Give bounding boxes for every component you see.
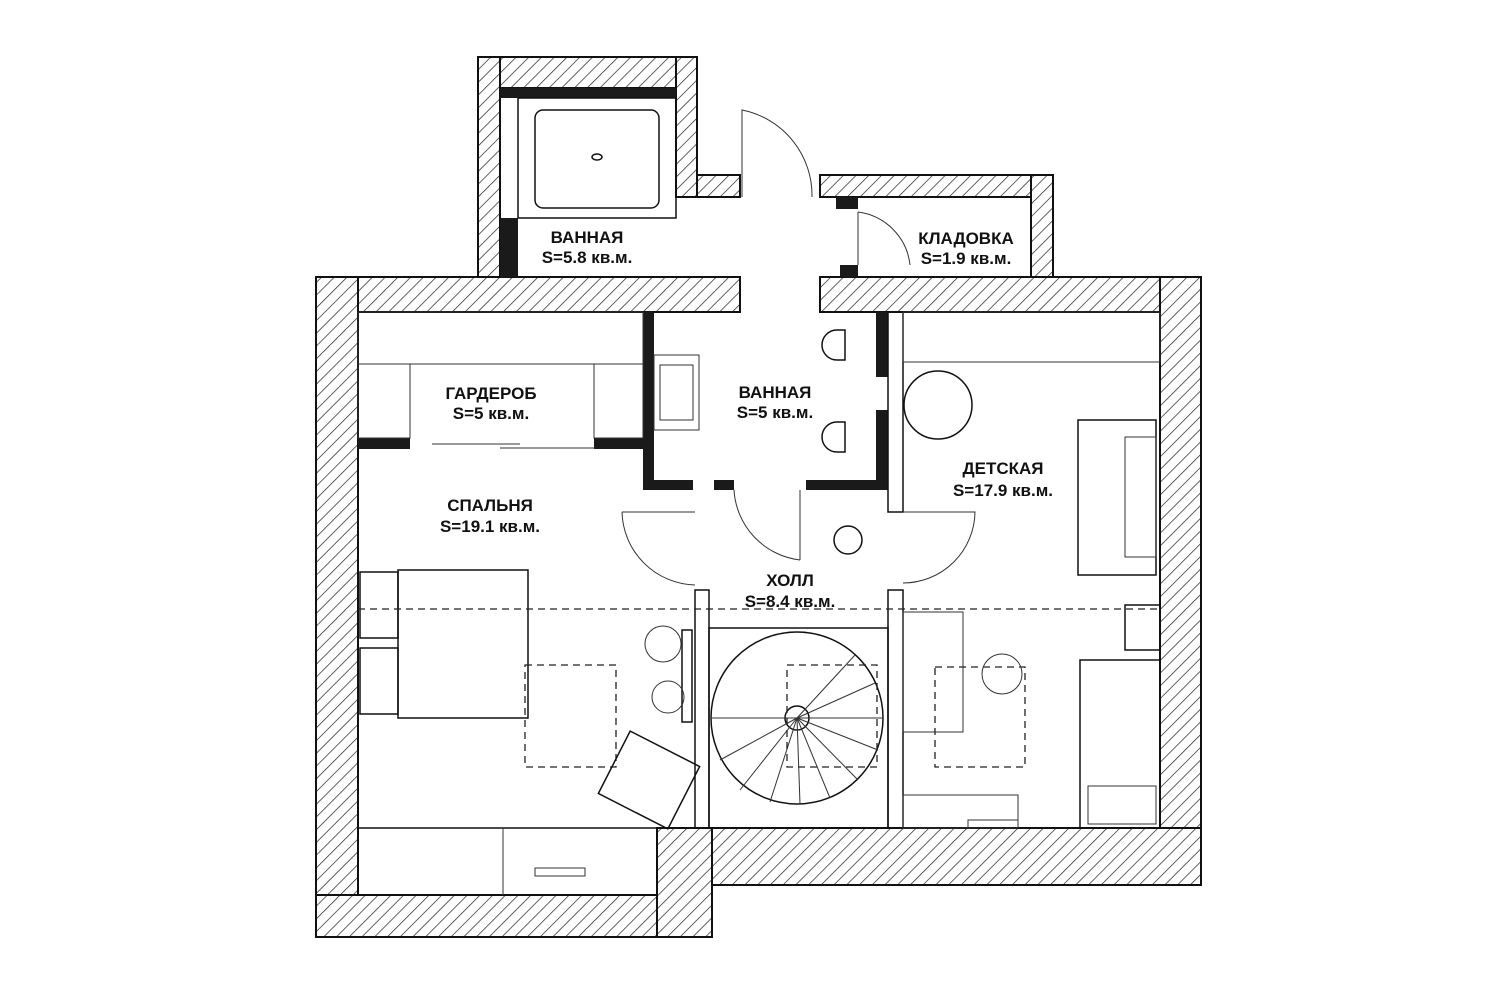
room-name-bath-mid: ВАННАЯ <box>739 383 812 402</box>
room-labels: ВАННАЯ S=5.8 кв.м. КЛАДОВКА S=1.9 кв.м. … <box>440 228 1053 611</box>
doors <box>432 109 976 586</box>
sofa <box>1077 419 1157 576</box>
interior-partitions <box>358 88 904 829</box>
room-area-bedroom: S=19.1 кв.м. <box>440 517 540 536</box>
furniture <box>357 97 1161 896</box>
room-area-bath-mid: S=5 кв.м. <box>737 403 813 422</box>
chair <box>981 653 1023 695</box>
bed-kids <box>1079 659 1161 829</box>
exterior-walls <box>315 56 1202 938</box>
room-name-pantry: КЛАДОВКА <box>918 229 1013 248</box>
room-name-kids: ДЕТСКАЯ <box>963 459 1044 478</box>
bathtub <box>517 97 677 219</box>
round-rug <box>903 370 973 440</box>
person <box>833 525 863 555</box>
toilet <box>821 329 846 361</box>
room-name-bath-top: ВАННАЯ <box>551 228 624 247</box>
bidet <box>821 421 846 453</box>
room-area-wardrobe: S=5 кв.м. <box>453 404 529 423</box>
room-area-hall: S=8.4 кв.м. <box>745 592 836 611</box>
room-name-hall: ХОЛЛ <box>766 571 814 590</box>
room-area-pantry: S=1.9 кв.м. <box>921 249 1012 268</box>
room-area-kids: S=17.9 кв.м. <box>953 481 1053 500</box>
armchair <box>597 730 701 830</box>
sink <box>653 354 700 431</box>
room-name-bedroom: СПАЛЬНЯ <box>447 496 533 515</box>
bed <box>397 569 529 719</box>
spiral-staircase <box>708 627 889 829</box>
room-name-wardrobe: ГАРДЕРОБ <box>445 384 536 403</box>
wardrobe-shelves <box>357 311 644 365</box>
room-area-bath-top: S=5.8 кв.м. <box>542 248 633 267</box>
